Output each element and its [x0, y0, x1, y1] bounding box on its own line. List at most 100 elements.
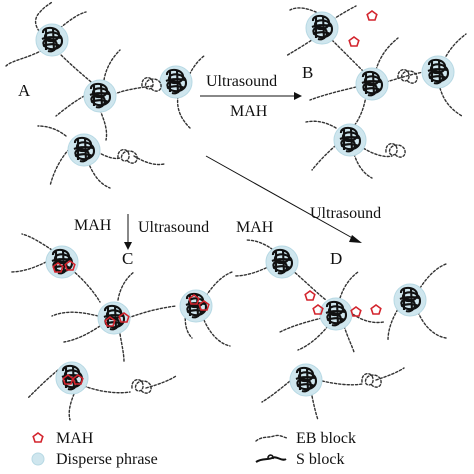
disperse-domain — [318, 296, 354, 332]
eb-chain — [87, 161, 111, 189]
eb-chain — [305, 120, 337, 129]
eb-chain — [233, 265, 271, 277]
eb-chain — [63, 325, 101, 343]
eb-chain — [443, 33, 467, 61]
eb-chain — [309, 85, 361, 101]
disperse-domain — [34, 22, 70, 58]
arrow-a-to-d-label: Ultrasound — [310, 205, 381, 222]
eb-chain — [325, 5, 357, 25]
mah-pentagon-icon — [32, 432, 44, 443]
eb-chain — [27, 369, 59, 399]
legend-item-disperse: Disperse phrase — [31, 451, 158, 468]
eb-chain — [385, 71, 425, 83]
mah-molecule — [348, 36, 360, 47]
eb-chain — [203, 319, 231, 347]
eb-chain — [331, 39, 367, 75]
panel-b-label: B — [302, 63, 313, 82]
s-block-loop — [141, 76, 162, 92]
s-block-loop — [131, 378, 152, 394]
panel-c: C — [9, 233, 233, 421]
panel-d: MAH D — [233, 219, 447, 421]
disperse-domain — [304, 10, 340, 46]
legend-item-eb-block: EB block — [255, 430, 356, 447]
disperse-domain — [332, 122, 368, 158]
legend-mah-label: MAH — [56, 430, 94, 447]
mah-molecule — [350, 306, 362, 317]
eb-chain — [419, 263, 447, 289]
eb-chain — [285, 35, 319, 57]
mah-molecule — [370, 304, 382, 315]
eb-chain — [439, 87, 463, 117]
arrow-a-to-b-bottom-label: MAH — [230, 103, 268, 120]
arrow-a-to-c-left-label: MAH — [74, 217, 112, 234]
legend-s-block-label: S block — [296, 451, 344, 468]
eb-chain — [279, 317, 323, 333]
eb-chain — [133, 155, 165, 166]
eb-chain — [109, 85, 153, 97]
legend: MAH Disperse phrase EB block S block — [31, 430, 356, 468]
panel-d-mah-label: MAH — [236, 219, 274, 236]
disperse-domain — [354, 66, 390, 102]
legend-item-mah: MAH — [32, 430, 94, 447]
mah-molecule — [304, 290, 316, 301]
eb-chain — [375, 37, 399, 71]
eb-chain — [68, 393, 75, 421]
panel-b: B — [285, 5, 467, 179]
disperse-domain — [288, 362, 324, 398]
legend-disperse-label: Disperse phrase — [56, 451, 158, 468]
panel-c-label: C — [122, 249, 133, 268]
eb-chain — [55, 93, 89, 117]
eb-chain — [71, 269, 101, 303]
eb-chain — [417, 311, 447, 339]
s-block-loop — [361, 372, 382, 388]
eb-chain — [117, 271, 135, 301]
panel-d-label: D — [330, 249, 342, 268]
eb-chain — [387, 305, 401, 341]
eb-chain — [99, 109, 108, 141]
eb-chain — [9, 261, 47, 273]
eb-chain — [359, 145, 393, 158]
disperse-domain — [178, 288, 214, 324]
eb-chain — [297, 325, 329, 351]
arrow-a-to-c: MAH Ultrasound — [74, 214, 209, 250]
eb-chain — [51, 311, 99, 317]
eb-chain — [145, 375, 177, 389]
s-block-icon — [255, 456, 287, 463]
mah-molecule — [366, 10, 378, 21]
arrow-a-to-b-top-label: Ultrasound — [206, 73, 277, 90]
disperse-domain — [392, 282, 428, 318]
eb-chain — [59, 11, 87, 29]
eb-chain — [37, 125, 67, 137]
eb-chain — [375, 367, 405, 381]
panel-a: A — [5, 1, 205, 189]
disperse-domain — [96, 300, 132, 336]
disperse-domain — [66, 132, 102, 168]
eb-chain — [21, 233, 53, 251]
arrow-a-to-b: Ultrasound MAH — [200, 73, 302, 120]
arrow-a-to-c-right-label: Ultrasound — [138, 219, 209, 236]
legend-eb-block-label: EB block — [296, 430, 356, 447]
eb-chain — [205, 271, 233, 297]
eb-chain — [83, 385, 131, 394]
disperse-domain — [82, 78, 118, 114]
disperse-domain — [44, 244, 80, 280]
eb-chain — [127, 305, 177, 319]
eb-chain — [353, 153, 373, 179]
disperse-domain — [264, 244, 300, 280]
eb-chain — [289, 7, 321, 15]
eb-chain — [176, 95, 191, 129]
eb-chain — [317, 379, 363, 386]
eb-chain — [57, 51, 97, 87]
legend-item-s-block: S block — [255, 451, 344, 468]
eb-chain — [349, 311, 385, 324]
eb-chain — [245, 239, 277, 253]
eb-chain — [119, 333, 125, 363]
eb-chain — [291, 269, 327, 301]
eb-chain — [353, 95, 367, 127]
eb-chain — [103, 49, 121, 81]
eb-chain — [311, 395, 319, 421]
eb-chain-icon — [255, 434, 289, 442]
arrow-a-to-d: Ultrasound — [205, 155, 381, 243]
panel-a-label: A — [18, 81, 31, 100]
